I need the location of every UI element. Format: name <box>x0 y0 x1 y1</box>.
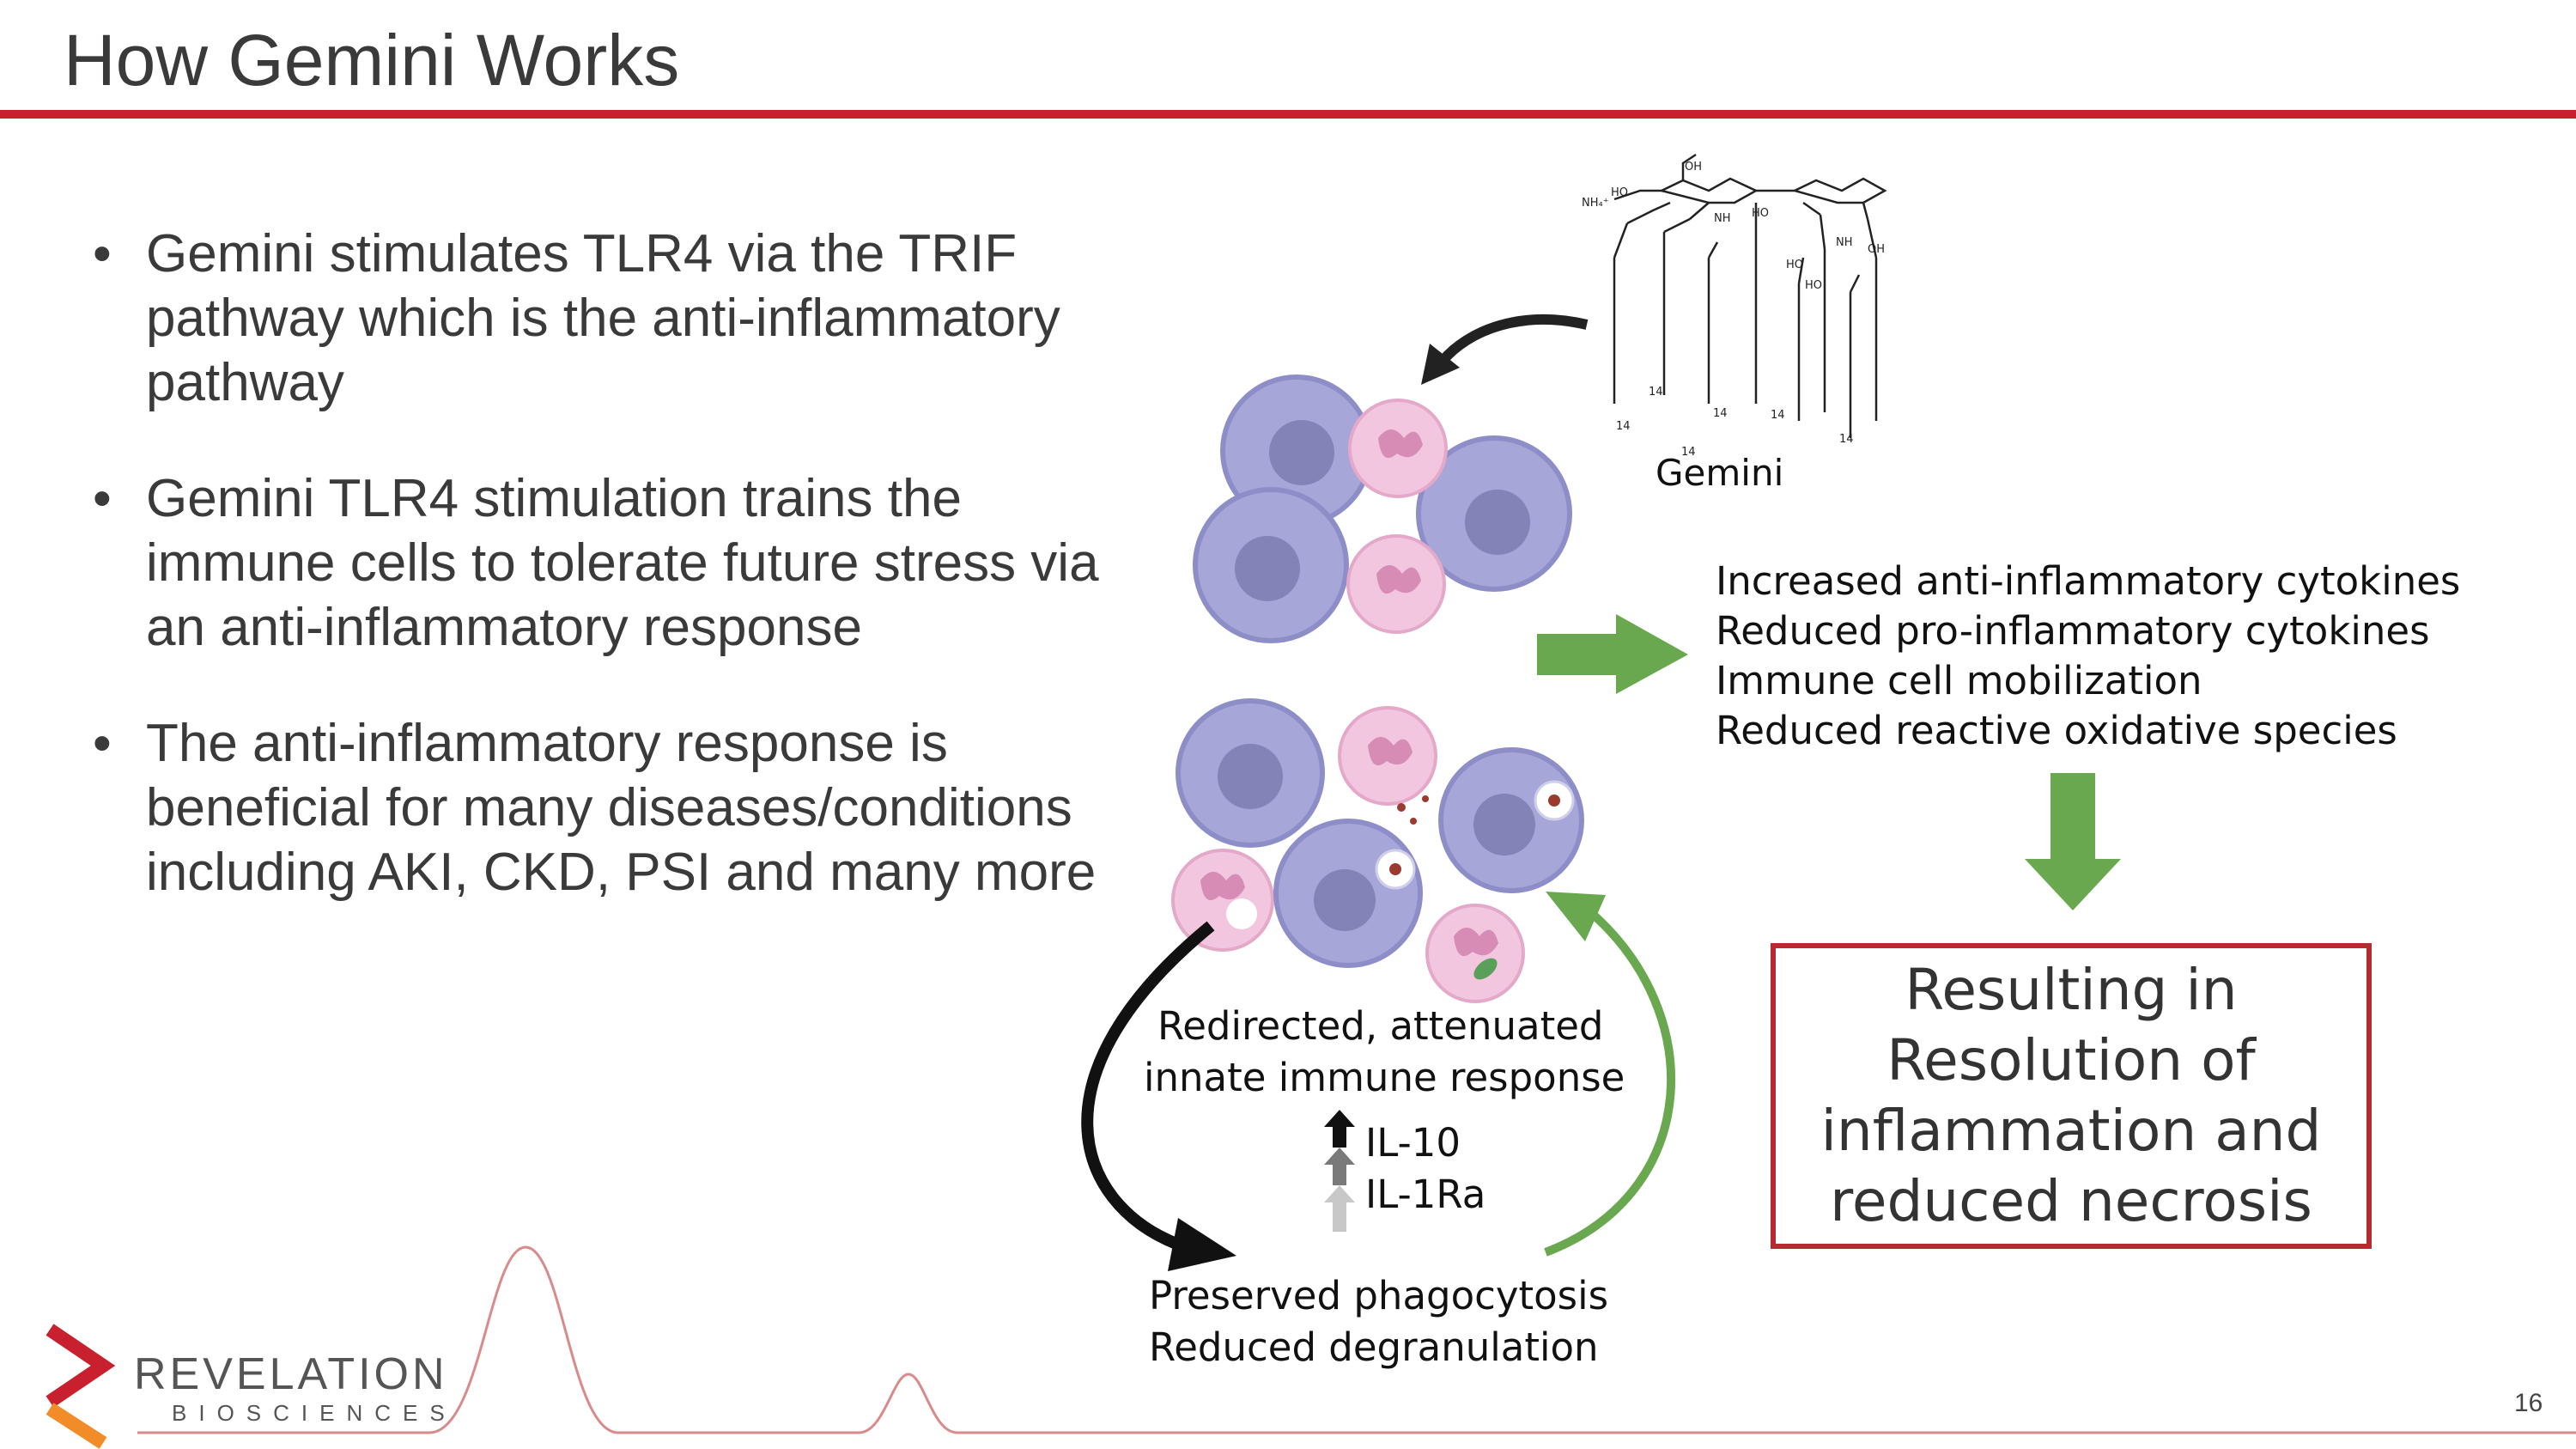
chain-label: 14 <box>1649 386 1663 399</box>
outcome-caption-line1: Preserved phagocytosis <box>1149 1273 1609 1318</box>
cycle-arrow-left <box>1081 921 1215 1250</box>
cycle-arrow-right <box>1544 907 1675 1257</box>
cell-nucleus <box>1473 794 1535 855</box>
slide-title: How Gemini Works <box>64 20 680 100</box>
bullet-item: • Gemini stimulates TLR4 via the TRIF pat… <box>93 222 1106 415</box>
logo-wordmark: REVELATION <box>134 1349 448 1399</box>
effect-item: Increased anti-inflammatory cytokines <box>1716 558 2461 604</box>
effects-list: Increased anti-inflammatory cytokines Re… <box>1716 557 2460 756</box>
molecule-label-nh: NH <box>1836 236 1853 249</box>
response-caption-line1: Redirected, attenuated <box>1157 1003 1604 1049</box>
molecule-label-ho: HO <box>1752 207 1769 220</box>
molecule-label-ho: HO <box>1611 186 1628 199</box>
vacuole <box>1226 898 1257 929</box>
neutrophil-cell <box>1425 904 1525 1003</box>
cell-nucleus <box>1465 490 1530 555</box>
response-caption-line2: innate immune response <box>1144 1055 1625 1100</box>
bullet-marker: • <box>93 469 112 528</box>
bullet-item: • Gemini TLR4 stimulation trains the immu… <box>93 466 1106 660</box>
neutrophil-nucleus <box>1376 565 1421 594</box>
molecule-labels: NH₄⁺ HO OH OH NH NH HO HO HO 14 14 14 14… <box>1582 161 1885 459</box>
outcome-caption-line2: Reduced degranulation <box>1149 1324 1599 1370</box>
cytokine-arrows-icon <box>1324 1110 1355 1232</box>
cytokine-il1ra: IL-1Ra <box>1365 1172 1486 1217</box>
cell-nucleus <box>1314 869 1376 931</box>
neutrophil-cell <box>1171 849 1274 952</box>
arrowhead-icon <box>1546 892 1606 941</box>
bullet-item: • The anti-inflammatory response is benef… <box>93 711 1106 904</box>
bullet-text: Gemini stimulates TLR4 via the TRIF path… <box>146 224 1060 412</box>
result-arrow <box>2025 773 2121 910</box>
effects-arrow <box>1537 614 1688 694</box>
arrowhead-icon <box>1421 344 1460 385</box>
lower-cell-cluster <box>1171 698 1584 1003</box>
chain-label: 14 <box>1616 420 1631 433</box>
molecule-label-oh: OH <box>1685 161 1702 174</box>
cell-nucleus <box>1269 420 1334 485</box>
pathogen-particle <box>1548 795 1560 807</box>
decorative-waveform <box>137 1245 2576 1434</box>
debris-particle <box>1410 818 1417 825</box>
bullet-marker: • <box>93 224 112 283</box>
logo-subtitle: BIOSCIENCES <box>172 1400 457 1426</box>
cytokine-il10: IL-10 <box>1365 1120 1461 1166</box>
chain-label: 14 <box>1839 433 1854 446</box>
effect-item: Immune cell mobilization <box>1716 658 2202 703</box>
molecule-to-cells-arrow <box>1438 314 1589 365</box>
molecule-name: Gemini <box>1656 452 1784 494</box>
molecule-label-ho: HO <box>1805 279 1822 292</box>
bacterium <box>1473 958 1498 980</box>
cell-nucleus <box>1235 536 1300 601</box>
bullet-marker: • <box>93 714 112 773</box>
gemini-molecule-structure <box>1613 153 1887 438</box>
molecule-label-nh: NH <box>1714 212 1731 225</box>
chain-label: 14 <box>1713 407 1728 420</box>
debris-particle <box>1422 795 1429 802</box>
effect-item: Reduced reactive oxidative species <box>1716 708 2397 753</box>
bullet-list: • Gemini stimulates TLR4 via the TRIF pat… <box>93 222 1106 956</box>
neutrophil-nucleus <box>1454 928 1498 957</box>
neutrophil-nucleus <box>1368 737 1413 766</box>
chain-label: 14 <box>1681 446 1696 459</box>
molecule-label-nh4: NH₄⁺ <box>1582 197 1609 210</box>
molecule-label-oh: OH <box>1868 243 1885 256</box>
neutrophil-nucleus <box>1200 872 1245 901</box>
title-divider <box>0 110 2576 119</box>
result-text: Resulting in Resolution of inflammation … <box>1820 957 2322 1234</box>
molecule-label-ho: HO <box>1786 259 1803 271</box>
debris-particle <box>1397 803 1406 812</box>
chain-label: 14 <box>1771 409 1785 422</box>
result-box: Resulting in Resolution of inflammation … <box>1771 943 2372 1249</box>
cell-nucleus <box>1218 744 1283 809</box>
page-number: 16 <box>2514 1389 2543 1417</box>
arrowhead-icon <box>1168 1218 1236 1271</box>
pathogen-particle <box>1389 863 1401 875</box>
bullet-text: The anti-inflammatory response is benefi… <box>146 714 1097 902</box>
upper-cell-cluster <box>1193 374 1572 643</box>
bullet-text: Gemini TLR4 stimulation trains the immun… <box>146 469 1099 657</box>
revelation-logo-icon <box>46 1324 116 1449</box>
effect-item: Reduced pro-inflammatory cytokines <box>1716 608 2430 654</box>
neutrophil-nucleus <box>1378 429 1423 459</box>
